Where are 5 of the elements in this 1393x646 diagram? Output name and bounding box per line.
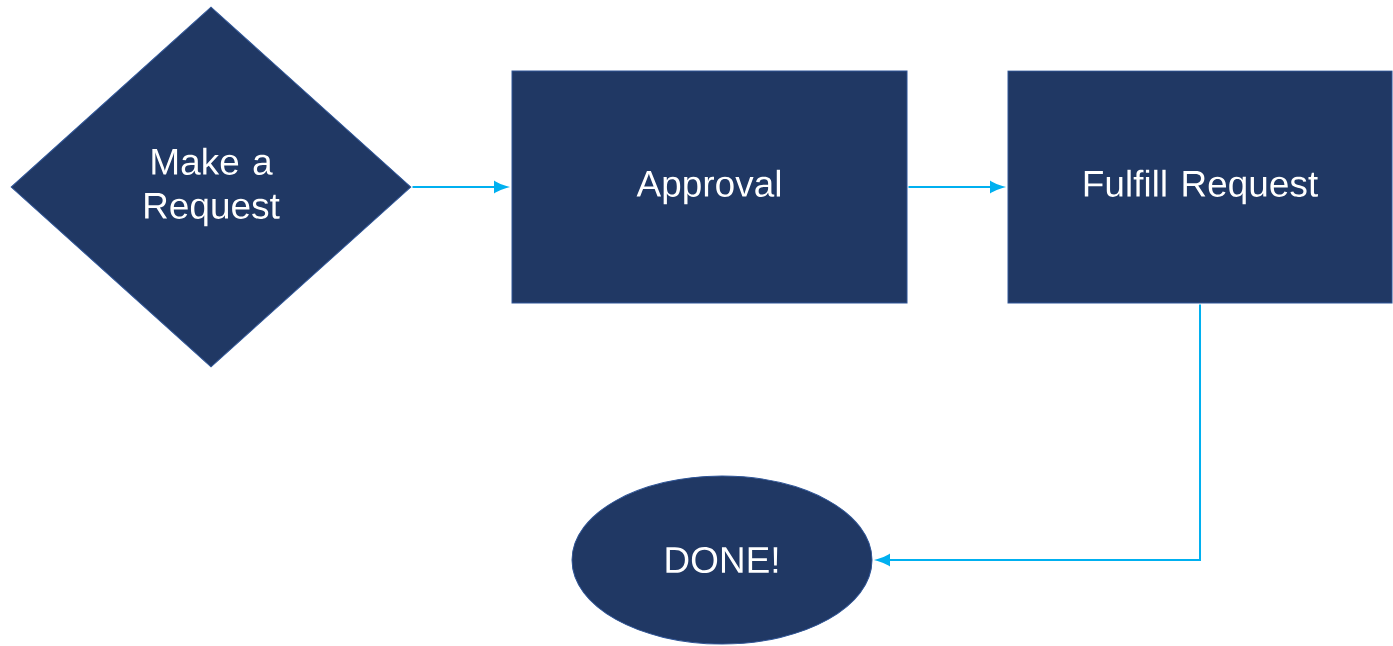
process-box: Fulfill Request [1007,70,1393,304]
arrow [411,181,508,193]
arrow [907,181,1004,193]
arrow [876,303,1201,566]
process-box: Approval [511,70,908,304]
